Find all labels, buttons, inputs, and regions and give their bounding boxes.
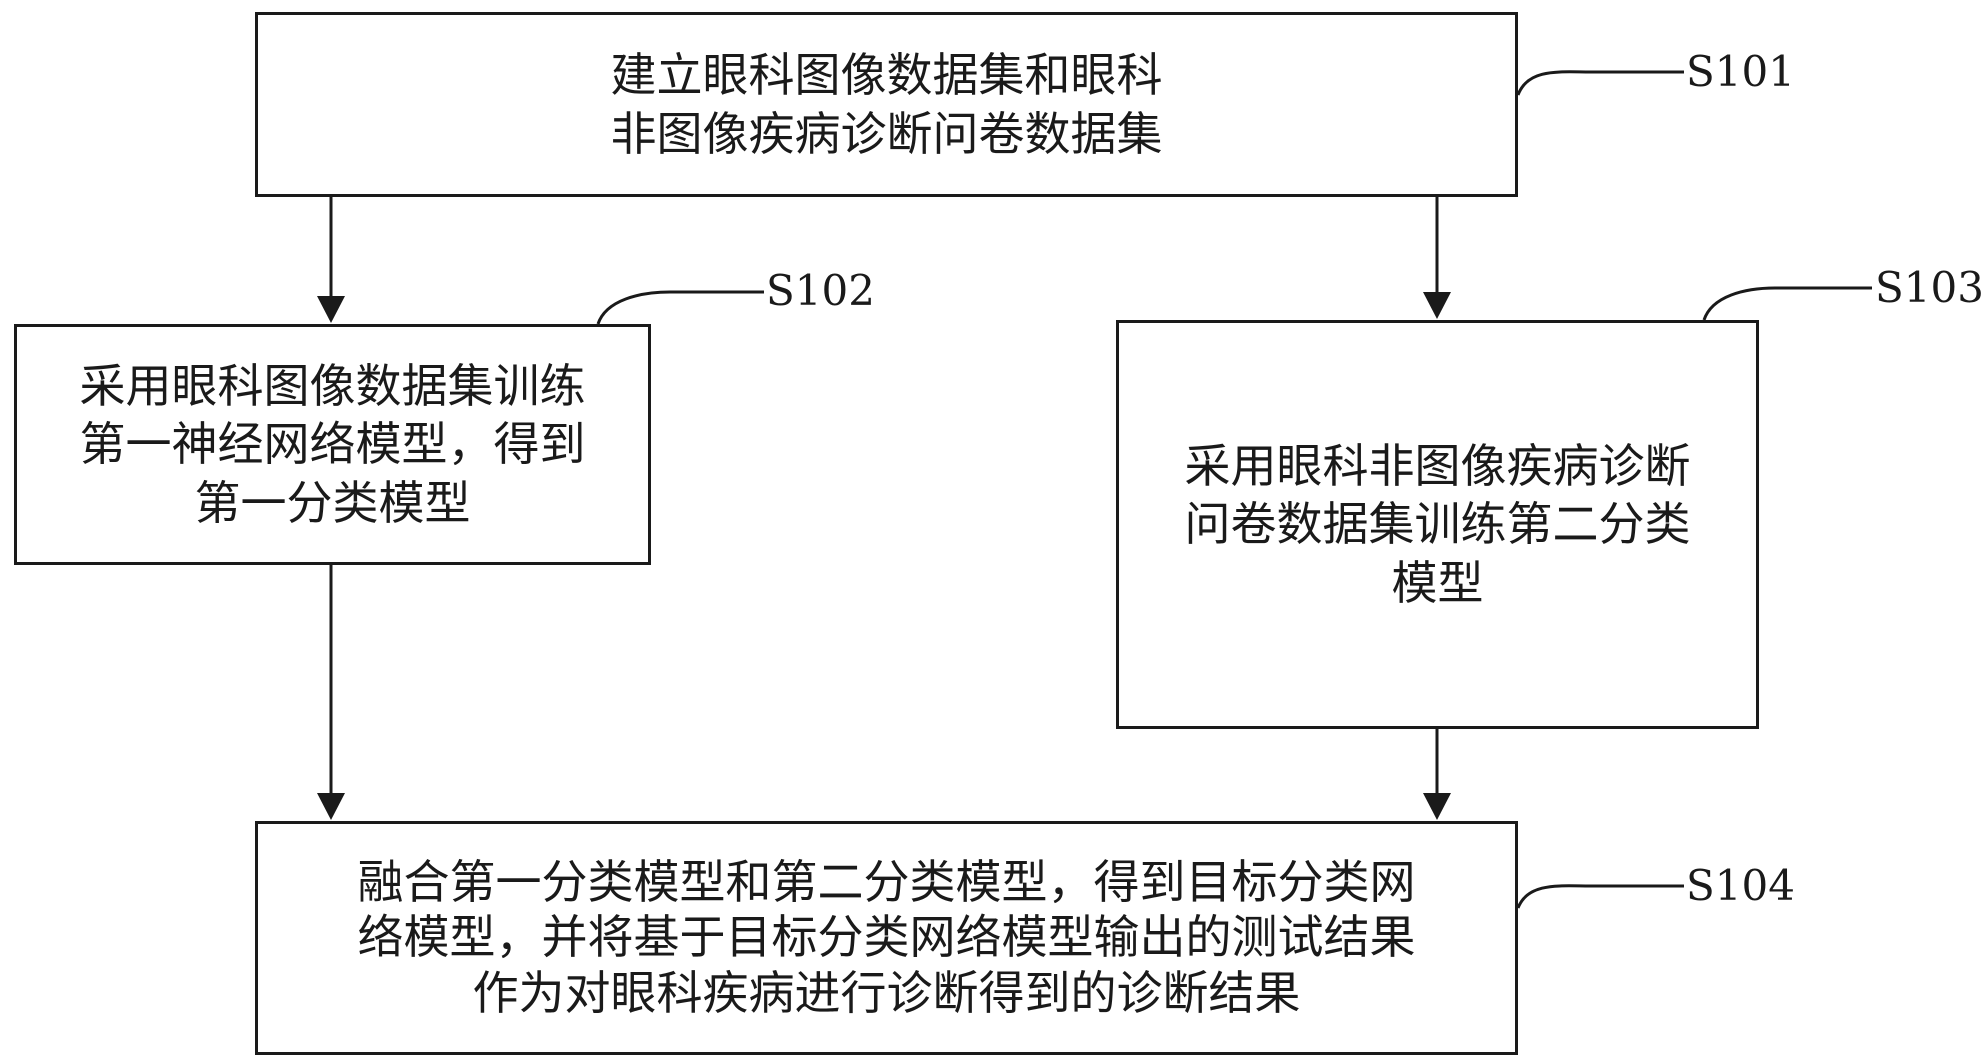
leader-line-s102 [598, 292, 764, 324]
arrow-s103-to-s104 [1423, 729, 1451, 820]
step-text-s102: 采用眼科图像数据集训练 第一神经网络模型，得到 第一分类模型 [80, 357, 586, 532]
step-text-s103: 采用眼科非图像疾病诊断 问卷数据集训练第二分类 模型 [1185, 437, 1691, 612]
step-text-s101: 建立眼科图像数据集和眼科 非图像疾病诊断问卷数据集 [611, 46, 1163, 163]
arrow-s101-to-s103 [1423, 197, 1451, 319]
step-label-s103: S103 [1875, 267, 1982, 309]
step-label-s104: S104 [1686, 865, 1795, 907]
leader-line-s104 [1518, 886, 1684, 908]
step-box-s101: 建立眼科图像数据集和眼科 非图像疾病诊断问卷数据集 [255, 12, 1518, 197]
step-box-s102: 采用眼科图像数据集训练 第一神经网络模型，得到 第一分类模型 [14, 324, 651, 565]
step-text-s104: 融合第一分类模型和第二分类模型，得到目标分类网 络模型，并将基于目标分类网络模型… [358, 855, 1416, 1021]
step-box-s103: 采用眼科非图像疾病诊断 问卷数据集训练第二分类 模型 [1116, 320, 1759, 729]
arrow-s102-to-s104 [317, 565, 345, 820]
step-box-s104: 融合第一分类模型和第二分类模型，得到目标分类网 络模型，并将基于目标分类网络模型… [255, 821, 1518, 1055]
leader-line-s101 [1518, 72, 1684, 95]
leader-line-s103 [1704, 288, 1872, 320]
step-label-s102: S102 [766, 270, 875, 312]
arrow-s101-to-s102 [317, 197, 345, 323]
step-label-s101: S101 [1686, 51, 1795, 93]
